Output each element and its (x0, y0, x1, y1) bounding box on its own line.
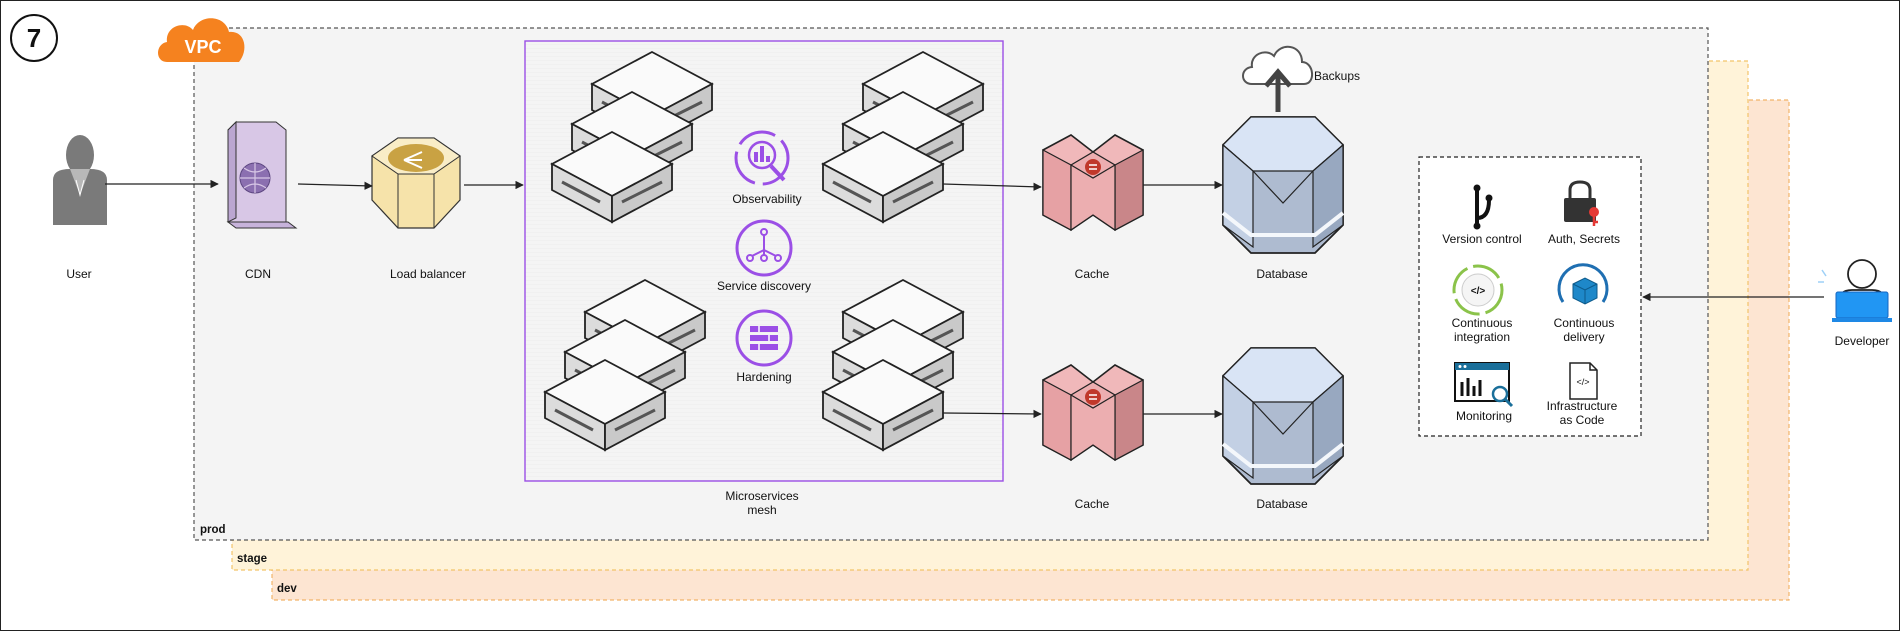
connectors (105, 179, 1824, 419)
ci-label-line1: Continuous (1452, 316, 1513, 330)
firewall-icon (735, 309, 793, 367)
cloud-icon: VPC (158, 18, 245, 62)
connector-mesh-cache-bottom (942, 409, 1042, 419)
step-number: 7 (27, 23, 41, 53)
cloud-upload-icon (1242, 46, 1313, 112)
env-stage-label: stage (237, 553, 267, 565)
load-balancer-label: Load balancer (390, 267, 466, 281)
svg-text:</>: </> (1576, 377, 1589, 387)
mesh-label-line1: Microservices (725, 489, 798, 503)
database-label-top: Database (1256, 267, 1308, 281)
hardening-label: Hardening (736, 370, 791, 384)
svg-text:</>: </> (1471, 286, 1486, 297)
vpc-label: VPC (184, 37, 221, 57)
mesh-label-line2: mesh (747, 503, 776, 517)
developer-laptop-icon (1818, 259, 1892, 322)
observability-label: Observability (732, 192, 801, 206)
service-discovery-icon (735, 219, 793, 277)
person-icon (53, 135, 107, 225)
cache-label-bottom: Cache (1075, 497, 1110, 511)
infrastructure-code-icon: </> (1569, 362, 1598, 400)
devops-tools-panel (1418, 156, 1642, 437)
database-icon-bottom (1221, 346, 1345, 486)
developer-label: Developer (1835, 334, 1890, 348)
cd-label-line1: Continuous (1554, 316, 1615, 330)
cd-label-line2: delivery (1563, 330, 1604, 344)
continuous-delivery-icon (1557, 263, 1609, 305)
user-label: User (66, 267, 91, 281)
cdn-server-icon (226, 120, 298, 229)
iac-label-line1: Infrastructure (1547, 399, 1618, 413)
cdn-label: CDN (245, 267, 271, 281)
git-branch-icon (1473, 184, 1493, 230)
service-discovery-label: Service discovery (717, 279, 811, 293)
env-prod-label: prod (200, 524, 226, 536)
continuous-integration-icon: </> (1452, 264, 1504, 316)
iac-label-line2: as Code (1560, 413, 1605, 427)
monitoring-icon (1454, 362, 1514, 408)
step-badge: 7 (10, 14, 58, 62)
connector-mesh-cache-top (942, 182, 1042, 191)
lock-icon (1564, 180, 1599, 226)
ci-label-line2: integration (1454, 330, 1510, 344)
observability-icon (734, 130, 790, 186)
auth-secrets-label: Auth, Secrets (1548, 232, 1620, 246)
database-icon-top (1221, 115, 1345, 255)
cache-label-top: Cache (1075, 267, 1110, 281)
database-label-bottom: Database (1256, 497, 1308, 511)
monitoring-label: Monitoring (1456, 409, 1512, 423)
backups-label: Backups (1314, 69, 1360, 83)
env-dev-label: dev (277, 583, 297, 595)
load-balancer-icon (371, 137, 461, 229)
version-control-label: Version control (1442, 232, 1521, 246)
connector-cdn-lb (297, 181, 373, 190)
